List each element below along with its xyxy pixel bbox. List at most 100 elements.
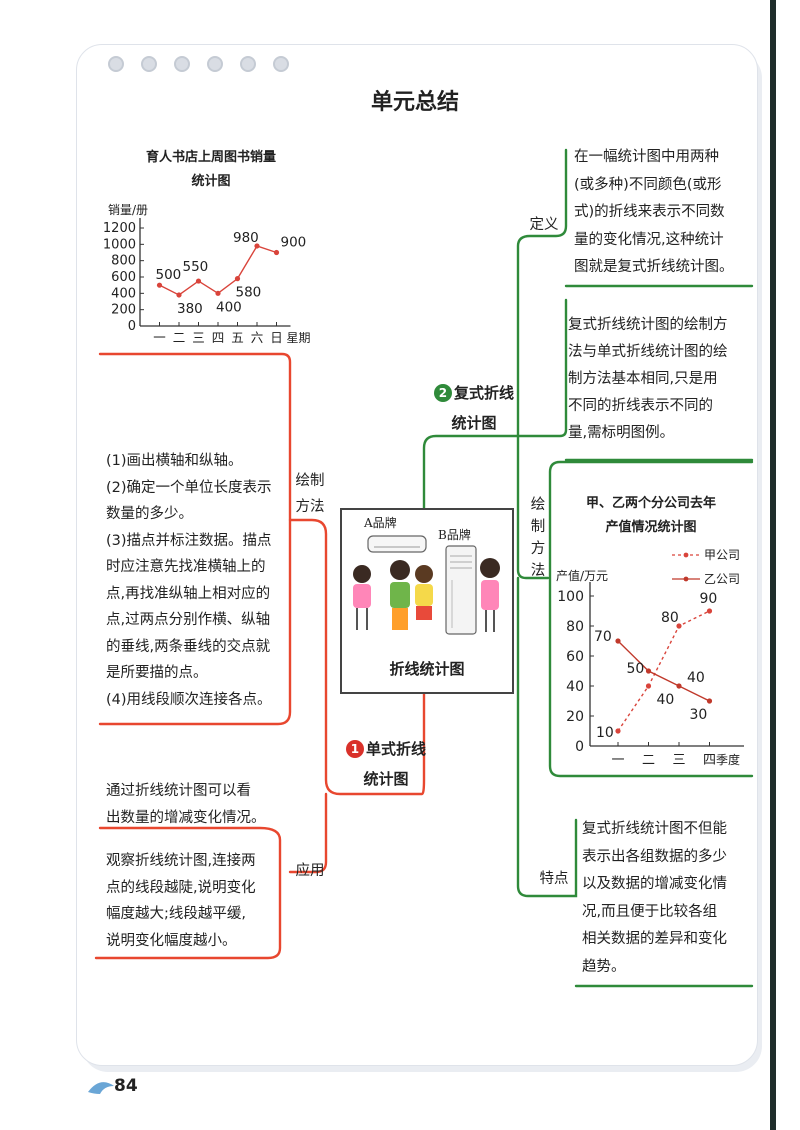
chart2-x-axis-title: 季度 [716,752,740,767]
chart2-data-label: 80 [661,610,679,626]
method-chart-branch [516,434,550,580]
chart2-y-tick-label: 60 [566,649,584,665]
definition-text: 在一幅统计图中用两种 (或多种)不同颜色(或形 式)的折线来表示不同数 量的变化… [574,149,734,275]
chart1-data-label: 400 [216,299,242,315]
chart1-data-label: 980 [233,230,259,246]
use-description: 观察折线统计图,连接两 点的线段越陡,说明变化 幅度越大;线段越平缓, 说明变化… [106,853,256,949]
chart1-y-tick-label: 0 [128,319,136,334]
chart1-x-tick-label: 六 [251,330,264,345]
chart1-y-tick-label: 1200 [103,221,136,236]
brand-a-label: A品牌 [364,516,397,530]
chart2-y-tick-label: 100 [557,589,584,605]
chart1-title: 育人书店上周图书销量 统计图 [145,150,276,189]
feature-text: 复式折线统计图不但能 表示出各组数据的多少 以及数据的增减变化情 况,而且便于比… [582,821,727,975]
chart1-data-point [215,290,221,296]
chart2-data-point [645,683,652,689]
chart1-data-point [176,292,182,298]
single-method-label: 绘制 方法 [295,473,325,515]
chart2-data-label: 50 [627,661,645,677]
chart1-data-label: 500 [156,267,182,283]
chart2-y-tick-label: 20 [566,709,584,725]
compound-node-branch [422,434,520,510]
chart2-data-label: 10 [596,725,614,741]
chart2-title: 甲、乙两个分公司去年 产值情况统计图 [585,496,716,535]
classroom-illustration [353,535,500,635]
single-use-label: 应用 [295,863,325,879]
compound-method-label: 绘 制 方 法 [530,497,546,579]
chart1-x-tick-label: 五 [231,330,244,345]
single-method-branch [288,518,426,796]
chart2-legend-label: 甲公司 [704,548,740,562]
chart2-data-point [706,698,713,704]
chart1-y-tick-label: 600 [111,270,136,285]
method-top-branch [516,298,568,438]
chart2-legend-marker [683,576,689,582]
use-bracket-line [94,826,282,960]
chart1-data-label: 580 [236,285,262,301]
chart2-x-tick-label: 四 [703,753,716,768]
chart1-data-point [156,282,163,288]
chart1-data-label: 900 [281,235,307,251]
chart1-x-tick-label: 一 [153,330,166,345]
chart2-data-point [615,728,621,734]
book-spine [770,0,776,1130]
center-illustration: A品牌 B品牌 折线统计图 [340,508,514,694]
chart1-x-tick-label: 四 [212,330,225,345]
single-use-branch [288,792,328,874]
chart1-x-axis-title: 星期 [287,331,311,345]
chart1-y-tick-label: 1000 [103,237,136,252]
chart1-data-point [195,278,202,284]
chart1-y-tick-label: 200 [111,303,136,318]
chart2-series-line [617,610,710,732]
compound-method-text: 复式折线统计图的绘制方 法与单式折线统计图的绘 制方法基本相同,只是用 不同的折… [568,317,728,441]
feature-label: 特点 [539,871,569,887]
chart2-y-tick-label: 40 [566,679,584,695]
binder-ring [240,56,256,72]
chart2-data-label: 40 [657,692,675,708]
node-number-badge: 2 [433,384,452,402]
chart1-x-tick-label: 日 [270,330,283,345]
chart1-y-tick-label: 800 [111,254,136,269]
chart2-x-tick-label: 二 [642,753,655,768]
chart2-legend-marker [683,552,689,558]
chart2-data-label: 40 [687,670,705,686]
brand-b-label: B品牌 [438,528,471,542]
chart1-data-label: 550 [183,259,209,275]
binder-ring [207,56,223,72]
definition-label: 定义 [529,217,559,233]
page-title: 单元总结 [370,90,459,115]
method-bracket-line [98,352,292,726]
chart1-data-point [273,249,280,256]
chart2-y-axis-title: 产值/万元 [556,568,608,583]
binder-ring [108,56,124,72]
chart1-x-tick-label: 三 [192,330,205,345]
chart1-y-tick-label: 400 [111,286,136,301]
center-label: 折线统计图 [389,660,465,678]
chart1-y-axis-title: 销量/册 [108,203,148,217]
chart2-data-point [676,623,682,629]
binder-ring [273,56,289,72]
chart1-data-label: 380 [177,301,203,317]
chart2-data-label: 70 [594,629,612,645]
chart2-data-label: 90 [700,591,718,607]
chart2-data-point [645,668,652,674]
chart2-legend-label: 乙公司 [704,572,740,586]
use-intro: 通过折线统计图可以看 出数量的增减变化情况。 [106,783,266,826]
feature-branch [516,576,578,898]
binder-ring [141,56,157,72]
chart2-y-tick-label: 0 [575,739,584,755]
node-number-badge: 1 [345,740,364,758]
chart2-x-tick-label: 三 [672,753,685,768]
chart2-data-label: 30 [690,707,708,723]
chart2-series-line [617,640,710,702]
chart2-y-tick-label: 80 [566,619,584,635]
chart-bracket-line [548,460,754,778]
chart1-data-point [234,276,241,282]
definition-branch [516,148,568,438]
